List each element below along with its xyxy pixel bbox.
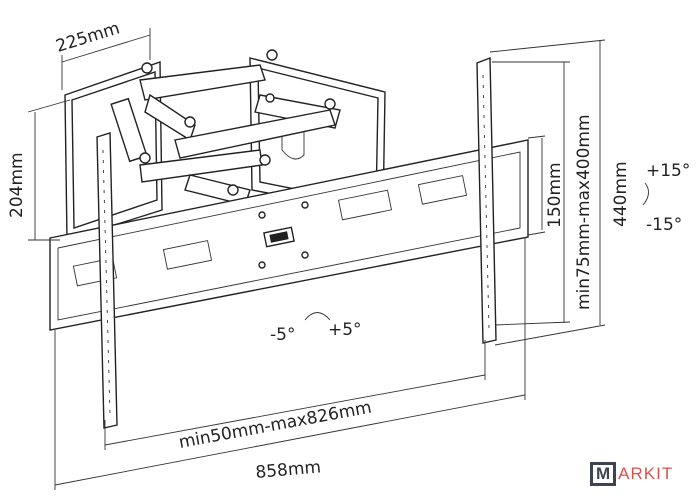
swivel-right-label: +5°	[328, 320, 362, 340]
articulating-arms	[139, 49, 341, 206]
tilt-arc-icon	[642, 182, 649, 206]
vertical-bracket-left	[96, 132, 118, 429]
tilt-up-label: +15°	[646, 161, 690, 181]
wall-plate-left	[64, 61, 163, 241]
plate-height-label: 204mm	[7, 152, 27, 218]
swivel-arc-icon	[304, 312, 331, 321]
logo-boxed-letter: M	[590, 462, 617, 486]
total-width-label: 858mm	[255, 457, 322, 483]
markit-logo: M ARKIT	[590, 462, 673, 486]
tilt-down-label: -15°	[646, 215, 682, 235]
vesa-vertical-label: min75mm-max400mm	[574, 114, 594, 310]
logo-text: ARKIT	[618, 464, 674, 483]
vesa-horizontal-label: min50mm-max826mm	[177, 398, 373, 453]
horizontal-rail	[49, 139, 529, 331]
swivel-left-label: -5°	[270, 325, 295, 345]
plate-width-label: 225mm	[54, 18, 123, 56]
vertical-bracket-right	[476, 56, 497, 344]
rail-height-label: 150mm	[545, 162, 565, 228]
arm-length-label: 440mm	[611, 161, 631, 227]
dimension-lines	[27, 28, 649, 490]
